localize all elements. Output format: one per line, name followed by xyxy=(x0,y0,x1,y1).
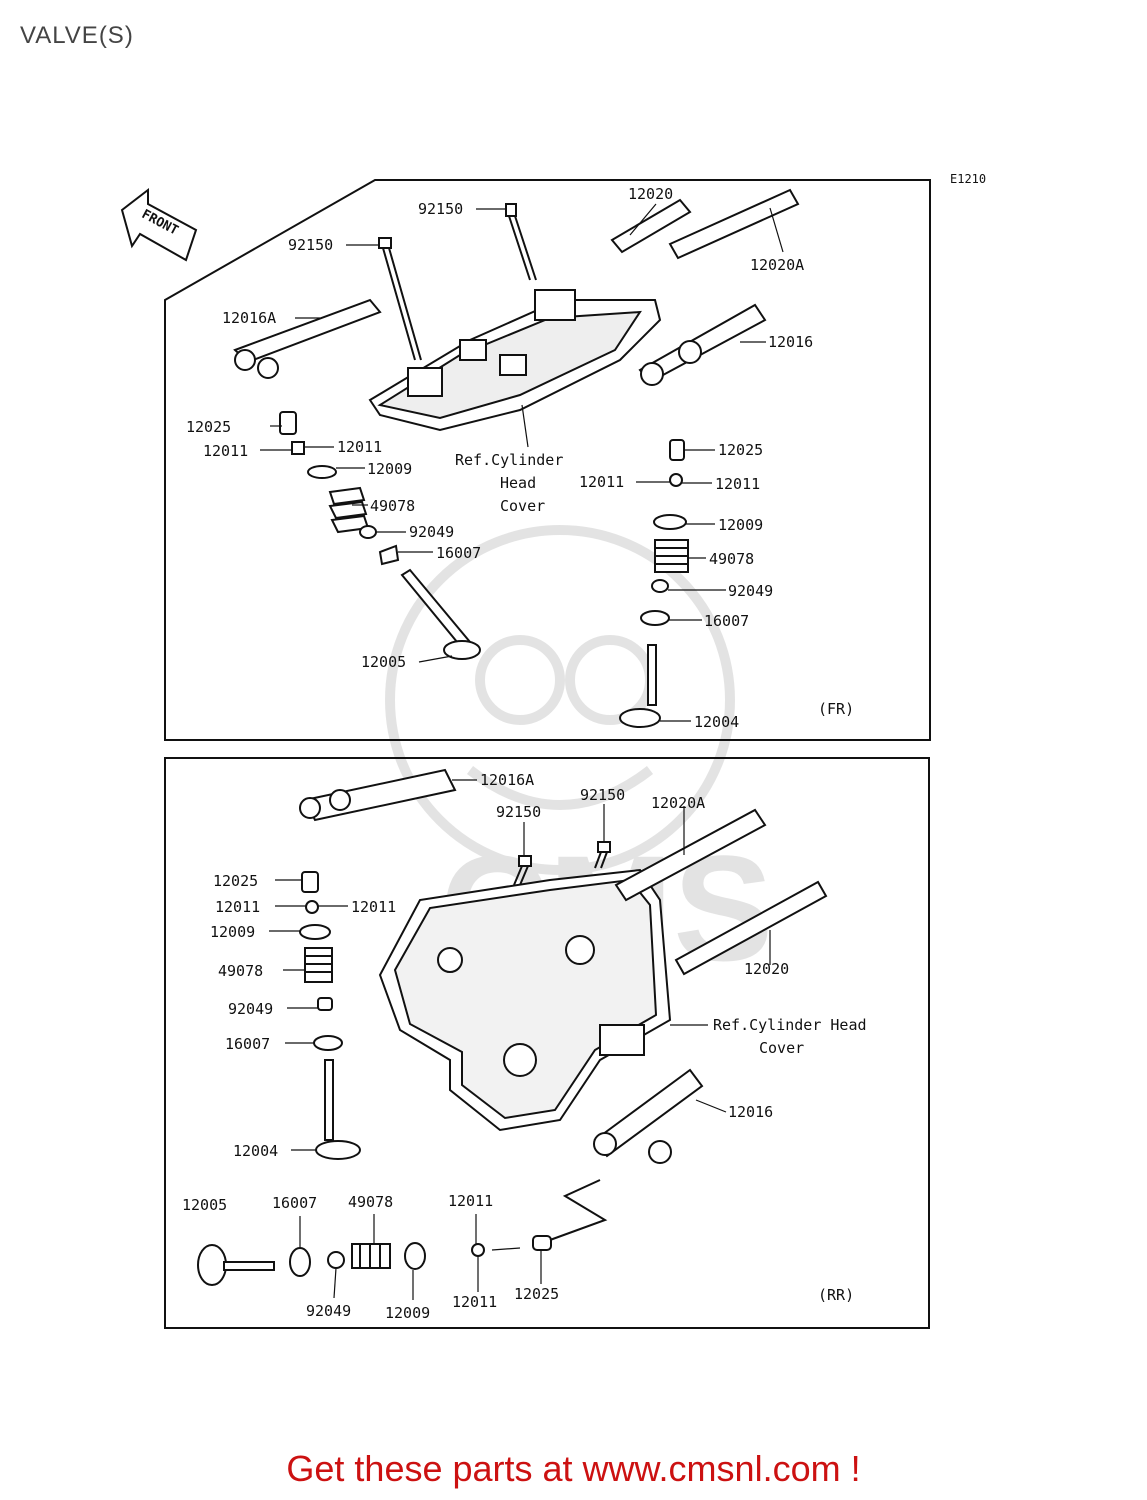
part-label: 12011 xyxy=(203,442,248,460)
front-ref-line-3: Cover xyxy=(500,497,545,515)
front-ref-line-1: Ref.Cylinder xyxy=(455,451,563,469)
part-label: 12020A xyxy=(750,256,804,274)
part-label: 92150 xyxy=(288,236,333,254)
part-label: 92049 xyxy=(306,1302,351,1320)
part-label: 12025 xyxy=(213,872,258,890)
part-label: 12016 xyxy=(768,333,813,351)
part-label: 12020 xyxy=(744,960,789,978)
part-label: 92049 xyxy=(409,523,454,541)
front-panel-frame xyxy=(164,179,931,741)
part-label: 16007 xyxy=(436,544,481,562)
part-label: 12009 xyxy=(718,516,763,534)
part-label: 12011 xyxy=(351,898,396,916)
part-label: 92049 xyxy=(728,582,773,600)
part-label: 12004 xyxy=(694,713,739,731)
part-label: 92150 xyxy=(580,786,625,804)
part-label: 12009 xyxy=(385,1304,430,1322)
front-leader-lines xyxy=(260,203,784,722)
part-label: 12020A xyxy=(651,794,705,812)
part-label: 12020 xyxy=(628,185,673,203)
part-label: 16007 xyxy=(704,612,749,630)
part-label: 12016A xyxy=(222,309,276,327)
front-ref-line-2: Head xyxy=(500,474,536,492)
part-label: 12009 xyxy=(367,460,412,478)
rear-ref-line-2: Cover xyxy=(759,1039,804,1057)
part-label: 12011 xyxy=(337,438,382,456)
part-label: 12005 xyxy=(361,653,406,671)
part-label: 49078 xyxy=(348,1193,393,1211)
part-label: 49078 xyxy=(370,497,415,515)
front-valve-train-left xyxy=(279,411,481,660)
page-title: VALVE(S) xyxy=(20,22,134,49)
part-label: 12011 xyxy=(452,1293,497,1311)
part-label: 12011 xyxy=(715,475,760,493)
rear-ref-line-1: Ref.Cylinder Head xyxy=(713,1016,867,1034)
part-label: 12025 xyxy=(186,418,231,436)
front-arrow-icon: FRONT xyxy=(120,187,198,262)
rear-leader-lines xyxy=(269,779,771,1300)
front-cylinder-head-cover xyxy=(368,289,662,432)
rear-rocker-shafts xyxy=(614,808,828,976)
part-label: 12016A xyxy=(480,771,534,789)
part-label: 92150 xyxy=(418,200,463,218)
part-label: 16007 xyxy=(272,1194,317,1212)
part-label: 12005 xyxy=(182,1196,227,1214)
part-label: 92049 xyxy=(228,1000,273,1018)
part-label: 12009 xyxy=(210,923,255,941)
part-label: 92150 xyxy=(496,803,541,821)
part-label: 49078 xyxy=(218,962,263,980)
front-rocker-arms xyxy=(233,298,767,386)
rear-panel-frame xyxy=(164,757,930,1329)
rear-part-labels: 12016A 92150 92150 12020A 12025 12011 12… xyxy=(182,771,867,1322)
front-valve-train-right xyxy=(619,439,689,728)
front-part-labels: 92150 92150 12020 12020A 12016A 12016 12… xyxy=(186,185,854,731)
part-label: 12025 xyxy=(718,441,763,459)
rear-valve-train-lower xyxy=(197,1179,608,1286)
part-label: 12011 xyxy=(215,898,260,916)
rear-cylinder-head-cover xyxy=(378,868,672,1132)
rear-panel-tag: (RR) xyxy=(818,1286,854,1304)
footer-link[interactable]: Get these parts at www.cmsnl.com ! xyxy=(286,1448,861,1489)
part-label: 49078 xyxy=(709,550,754,568)
part-label: 12004 xyxy=(233,1142,278,1160)
part-label: 16007 xyxy=(225,1035,270,1053)
front-bolts xyxy=(378,203,537,361)
diagram-code: E1210 xyxy=(950,172,987,186)
front-panel-tag: (FR) xyxy=(818,700,854,718)
part-label: 12016 xyxy=(728,1103,773,1121)
part-label: 12025 xyxy=(514,1285,559,1303)
front-rocker-shafts xyxy=(610,188,800,260)
part-label: 12011 xyxy=(448,1192,493,1210)
part-label: 12011 xyxy=(579,473,624,491)
rear-rocker-arms xyxy=(299,768,704,1164)
rear-valve-train-upper xyxy=(299,871,361,1160)
